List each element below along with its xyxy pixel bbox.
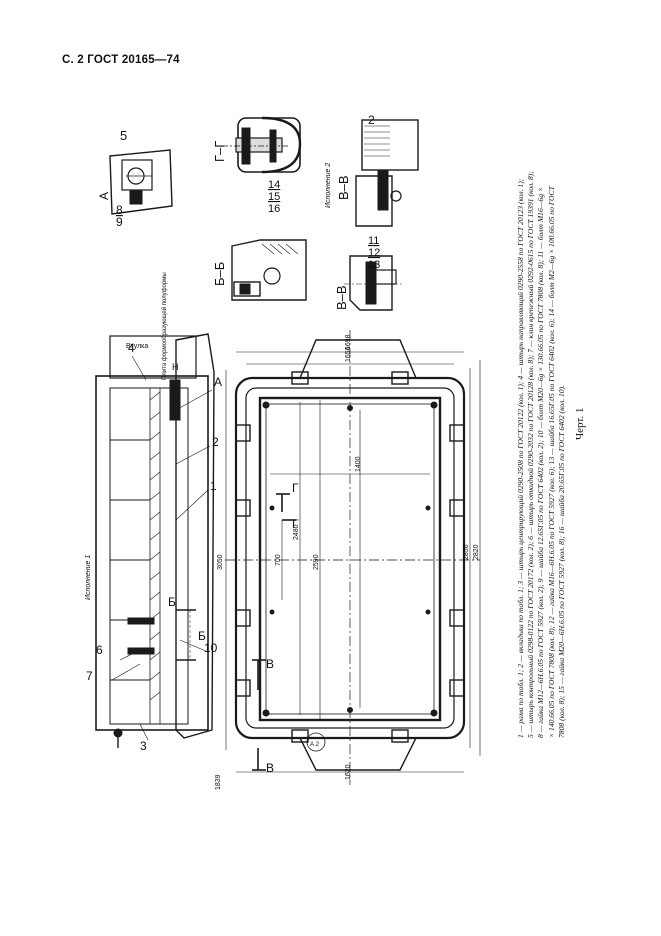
label-n7: 7	[86, 669, 93, 683]
label-n8: 8	[116, 203, 123, 217]
label-n12: 12	[368, 247, 380, 259]
label-view-a: А	[97, 192, 111, 200]
legend-line: 7808 (кол. 8); 15 — гайка М20—6Н.6.05 по…	[556, 384, 566, 738]
label-variant2: Исполнение 2	[325, 163, 332, 208]
dim-1656: 1656	[345, 346, 352, 362]
label-plate-mark: Плита формообразующей полуформы	[161, 272, 168, 380]
label-n13: 13	[368, 259, 380, 271]
dim-1400: 1400	[355, 456, 362, 472]
label-circle: А 2	[310, 742, 320, 748]
label-n15: 15	[268, 191, 280, 203]
label-a-mark: А	[214, 375, 222, 389]
label-n4: 4	[128, 341, 135, 355]
label-section-gg: Г–Г	[212, 141, 227, 162]
label-n9: 9	[116, 215, 123, 229]
figure-caption: Черт. 1	[574, 407, 586, 440]
label-n5: 5	[120, 128, 127, 143]
dim-2856: 2856	[463, 544, 470, 560]
dim-2820: 2820	[473, 544, 480, 560]
legend-line: 1 — рама по табл. 1; 2 — вкладыш по табл…	[516, 178, 525, 738]
label-g-top: Г	[292, 481, 299, 495]
legend-line: 5 — штырь контрольный 0298-0122 по ГОСТ …	[526, 171, 536, 738]
dim-1698: 1698	[345, 334, 352, 350]
label-n14: 14	[268, 179, 280, 191]
dim-1839: 1839	[215, 774, 222, 790]
elevation-variant1	[95, 333, 215, 748]
label-v-left: В	[266, 761, 274, 775]
legend-line: 8 — гайка М12—6Н.6.05 по ГОСТ 5927 (кол.…	[536, 186, 546, 738]
dim-1620: 1620	[345, 764, 352, 780]
section-vv-variant1	[344, 255, 404, 311]
label-section-vv2: В–В	[336, 175, 351, 200]
label-n2-detail: 2	[368, 113, 375, 127]
label-b-left: Б	[168, 595, 176, 609]
label-n11: 11	[368, 235, 379, 247]
label-section-vv: В–В	[334, 285, 349, 310]
label-n2: 2	[212, 435, 219, 449]
label-g-bottom: Г	[292, 517, 299, 531]
label-section-bb: Б–Б	[212, 262, 227, 286]
plan-view	[225, 330, 481, 785]
legend-line: × 140.66.05 по ГОСТ 7808 (кол. 8); 12 — …	[546, 186, 556, 738]
section-gg	[222, 116, 302, 174]
section-vv-variant2	[355, 119, 419, 227]
dim-2480: 2480	[293, 524, 300, 540]
label-variant1: Исполнение 1	[85, 555, 92, 600]
label-n10: 10	[204, 641, 218, 655]
label-n3: 3	[140, 739, 147, 753]
detail-a	[109, 149, 173, 215]
dim-3050: 3050	[217, 554, 224, 570]
label-n16: 16	[268, 203, 280, 215]
label-h-mark: H	[172, 362, 179, 372]
section-bb	[231, 239, 307, 301]
dim-2590: 2590	[313, 554, 320, 570]
label-vtulka: Втулка	[126, 343, 148, 350]
label-n1: 1	[210, 479, 217, 493]
dim-700: 700	[275, 554, 282, 566]
page-header: С. 2 ГОСТ 20165—74	[62, 54, 180, 66]
label-b-right: Б	[198, 629, 206, 643]
label-v-right: В	[266, 657, 274, 671]
label-n6: 6	[96, 643, 103, 657]
